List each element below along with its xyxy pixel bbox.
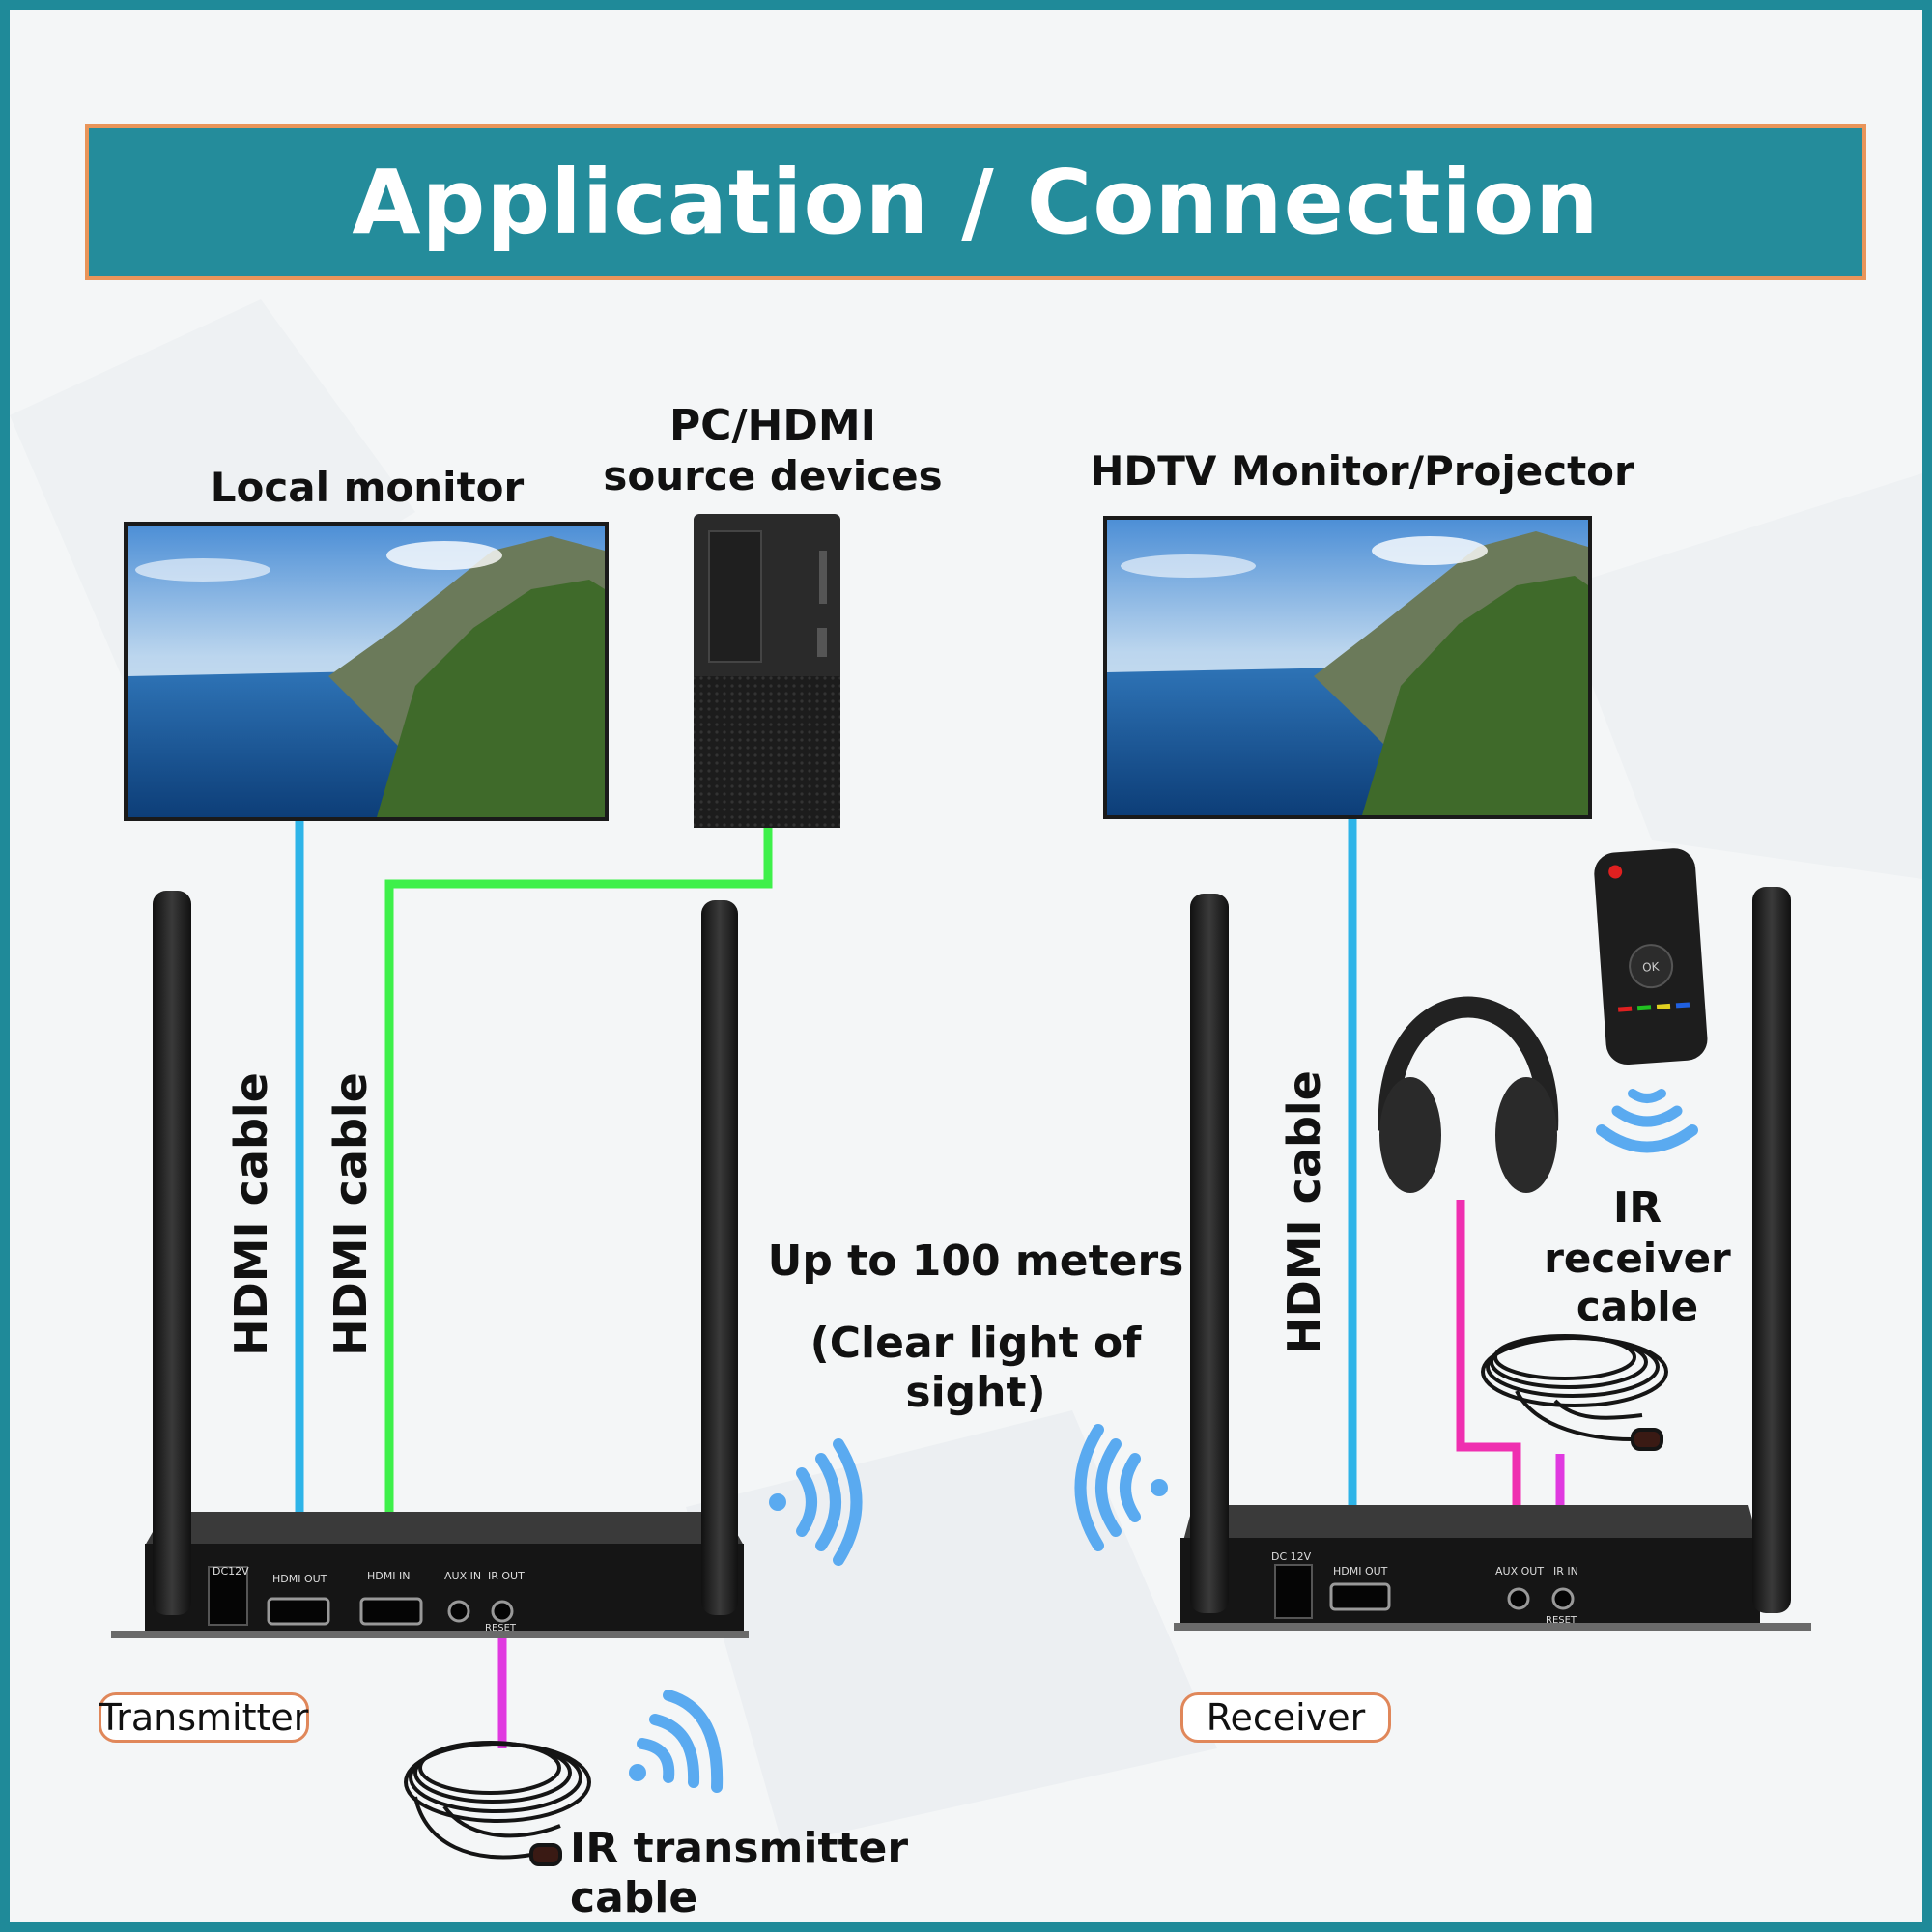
aux-out-port [1507, 1587, 1530, 1610]
hdtv-monitor-icon [1103, 516, 1592, 819]
hdtv-label: HDTV Monitor/Projector [1090, 447, 1634, 495]
local-monitor-label: Local monitor [210, 464, 525, 511]
dc-jack [208, 1566, 248, 1626]
port-label: AUX OUT [1495, 1565, 1544, 1577]
receiver-badge: Receiver [1180, 1692, 1391, 1743]
antenna-icon [701, 900, 738, 1615]
ir-in-port [1551, 1587, 1575, 1610]
pc-source-label-line2: source devices [603, 452, 943, 499]
hdmi-cable-label: HDMI cable [225, 1072, 277, 1356]
port-label: DC 12V [1271, 1550, 1312, 1563]
bg-facet [10, 299, 415, 686]
ir-receiver-label-line2: receiver [1544, 1235, 1731, 1282]
wifi-wave-icon [1074, 1424, 1168, 1551]
port-label: RESET [485, 1623, 517, 1634]
receiver-device: DC 12V HDMI OUT AUX OUT IR IN RESET [1174, 1505, 1811, 1631]
aux-in-port [447, 1600, 470, 1623]
transmitter-device: DC12V HDMI OUT HDMI IN AUX IN IR OUT RES… [111, 1512, 749, 1638]
ir-transmitter-label: IR transmitter cable [570, 1824, 909, 1922]
antenna-icon [153, 891, 191, 1615]
antenna-icon [1190, 894, 1229, 1613]
bg-facet [1555, 473, 1922, 879]
ir-receiver-label-line3: cable [1576, 1283, 1699, 1330]
ir-cable-icon [404, 1741, 591, 1866]
ir-receiver-label-line1: IR [1612, 1183, 1662, 1233]
transmitter-badge: Transmitter [99, 1692, 309, 1743]
headphones-icon [1378, 996, 1559, 1193]
distance-label-line1: Up to 100 meters [767, 1236, 1184, 1286]
port-label: IR OUT [488, 1570, 525, 1582]
bg-facet [686, 1410, 1217, 1845]
ir-cable-icon [1481, 1334, 1668, 1451]
wifi-wave-icon [629, 1690, 724, 1793]
distance-label-line2: (Clear light of sight) [810, 1319, 1142, 1417]
remote-ok-label: OK [1642, 959, 1661, 974]
hdmi-cable-label: HDMI cable [1278, 1070, 1330, 1354]
hdmi-in-cable [384, 828, 773, 1570]
dc-jack [1274, 1564, 1313, 1619]
hdmi-out-port [1329, 1582, 1391, 1611]
ir-signal-icon [1596, 1089, 1698, 1153]
antenna-icon [1752, 887, 1791, 1613]
port-label: AUX IN [444, 1570, 481, 1582]
local-monitor-icon [124, 522, 609, 821]
title-banner: Application / Connection [85, 124, 1866, 280]
pc-source-label-line1: PC/HDMI [668, 401, 877, 450]
hdmi-out-port [267, 1597, 330, 1626]
port-label: RESET [1546, 1615, 1577, 1626]
ir-out-port [491, 1600, 514, 1623]
port-label: DC12V [213, 1565, 249, 1577]
hdmi-in-port [359, 1597, 423, 1626]
remote-icon: OK [1594, 848, 1708, 1065]
port-label: HDMI OUT [1333, 1565, 1388, 1577]
wifi-wave-icon [769, 1438, 863, 1566]
port-label: HDMI OUT [272, 1573, 327, 1585]
page-title: Application / Connection [352, 150, 1600, 254]
pc-tower-icon [694, 514, 840, 828]
port-label: IR IN [1553, 1565, 1578, 1577]
hdmi-cable-label: HDMI cable [325, 1072, 377, 1356]
diagram-artwork: DC12V HDMI OUT HDMI IN AUX IN IR OUT RES… [10, 299, 1922, 1866]
port-label: HDMI IN [367, 1570, 410, 1582]
